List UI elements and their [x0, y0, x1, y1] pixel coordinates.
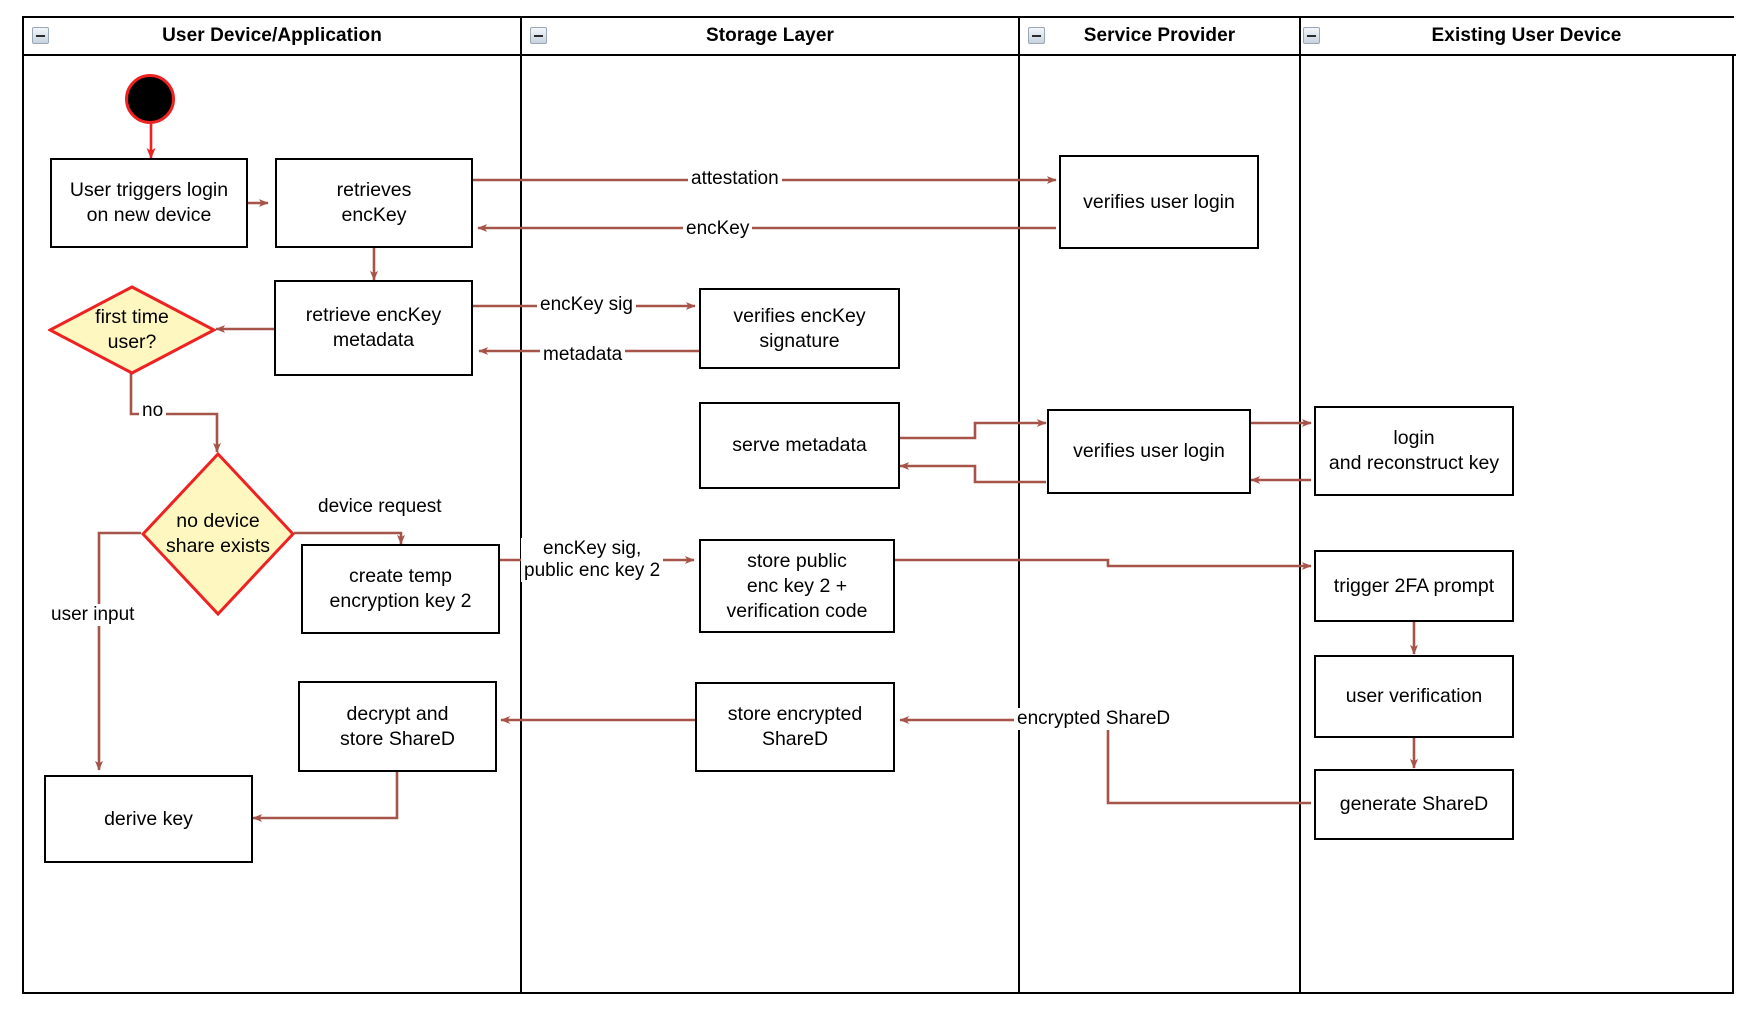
lane-title: Service Provider	[1083, 25, 1236, 46]
decision-first-time-user[interactable]: first time user?	[48, 285, 216, 375]
action-derive-key[interactable]: derive key	[44, 775, 253, 863]
edge-label-enckey-sig: encKey sig	[537, 294, 636, 316]
action-verifies-enckey-signature[interactable]: verifies encKey signature	[699, 288, 900, 369]
lane-header-service-provider[interactable]: Service Provider	[1020, 18, 1299, 56]
edge-label-attestation: attestation	[688, 168, 782, 190]
lane-header-existing-user-device[interactable]: Existing User Device	[1301, 18, 1736, 56]
edge-label-device-request: device request	[315, 496, 445, 518]
action-create-temp-encryption-key-2[interactable]: create temp encryption key 2	[301, 544, 500, 634]
lane-storage-layer: Storage Layer	[520, 18, 1018, 992]
collapse-icon[interactable]	[1028, 27, 1045, 44]
decision-label: first time user?	[95, 306, 169, 353]
lane-header-storage-layer[interactable]: Storage Layer	[522, 18, 1018, 56]
action-user-verification[interactable]: user verification	[1314, 655, 1514, 738]
lane-service-provider: Service Provider	[1018, 18, 1299, 992]
edge-label-enckey: encKey	[683, 218, 753, 240]
decision-shape	[141, 452, 295, 616]
collapse-icon[interactable]	[32, 27, 49, 44]
decision-no-device-share-exists[interactable]: no device share exists	[141, 452, 295, 616]
decision-shape	[48, 285, 216, 375]
lane-title: Existing User Device	[1431, 25, 1622, 46]
action-retrieve-enckey-metadata[interactable]: retrieve encKey metadata	[274, 280, 473, 376]
action-login-and-reconstruct-key[interactable]: login and reconstruct key	[1314, 406, 1514, 496]
lane-header-user-device[interactable]: User Device/Application	[24, 18, 520, 56]
initial-node	[125, 74, 175, 124]
edge-label-metadata: metadata	[540, 344, 626, 366]
lane-title: Storage Layer	[705, 25, 835, 46]
swimlane-pool: User Device/Application Storage Layer Se…	[22, 16, 1736, 994]
action-user-triggers-login[interactable]: User triggers login on new device	[50, 158, 248, 248]
action-serve-metadata[interactable]: serve metadata	[699, 402, 900, 489]
collapse-icon[interactable]	[530, 27, 547, 44]
lane-user-device: User Device/Application	[24, 18, 520, 992]
action-decrypt-and-store-shared[interactable]: decrypt and store ShareD	[298, 681, 497, 772]
action-retrieves-enckey[interactable]: retrieves encKey	[275, 158, 473, 248]
action-trigger-2fa-prompt[interactable]: trigger 2FA prompt	[1314, 550, 1514, 622]
edge-label-user-input: user input	[48, 604, 138, 626]
action-store-public-enc-key-2[interactable]: store public enc key 2 + verification co…	[699, 539, 895, 633]
action-store-encrypted-shared[interactable]: store encrypted ShareD	[695, 682, 895, 772]
action-verifies-user-login-1[interactable]: verifies user login	[1059, 155, 1259, 249]
edge-label-encrypted-shared: encrypted ShareD	[1014, 708, 1174, 730]
action-generate-shared[interactable]: generate ShareD	[1314, 769, 1514, 840]
collapse-icon[interactable]	[1303, 27, 1320, 44]
decision-label: no device share exists	[165, 510, 271, 557]
lane-title: User Device/Application	[162, 25, 382, 46]
action-verifies-user-login-2[interactable]: verifies user login	[1047, 409, 1251, 494]
edge-label-no: no	[139, 400, 167, 422]
edge-label-enckey-sig-public-enc-key-2: encKey sig, public enc key 2	[521, 538, 664, 582]
lane-existing-user-device: Existing User Device	[1299, 18, 1736, 992]
